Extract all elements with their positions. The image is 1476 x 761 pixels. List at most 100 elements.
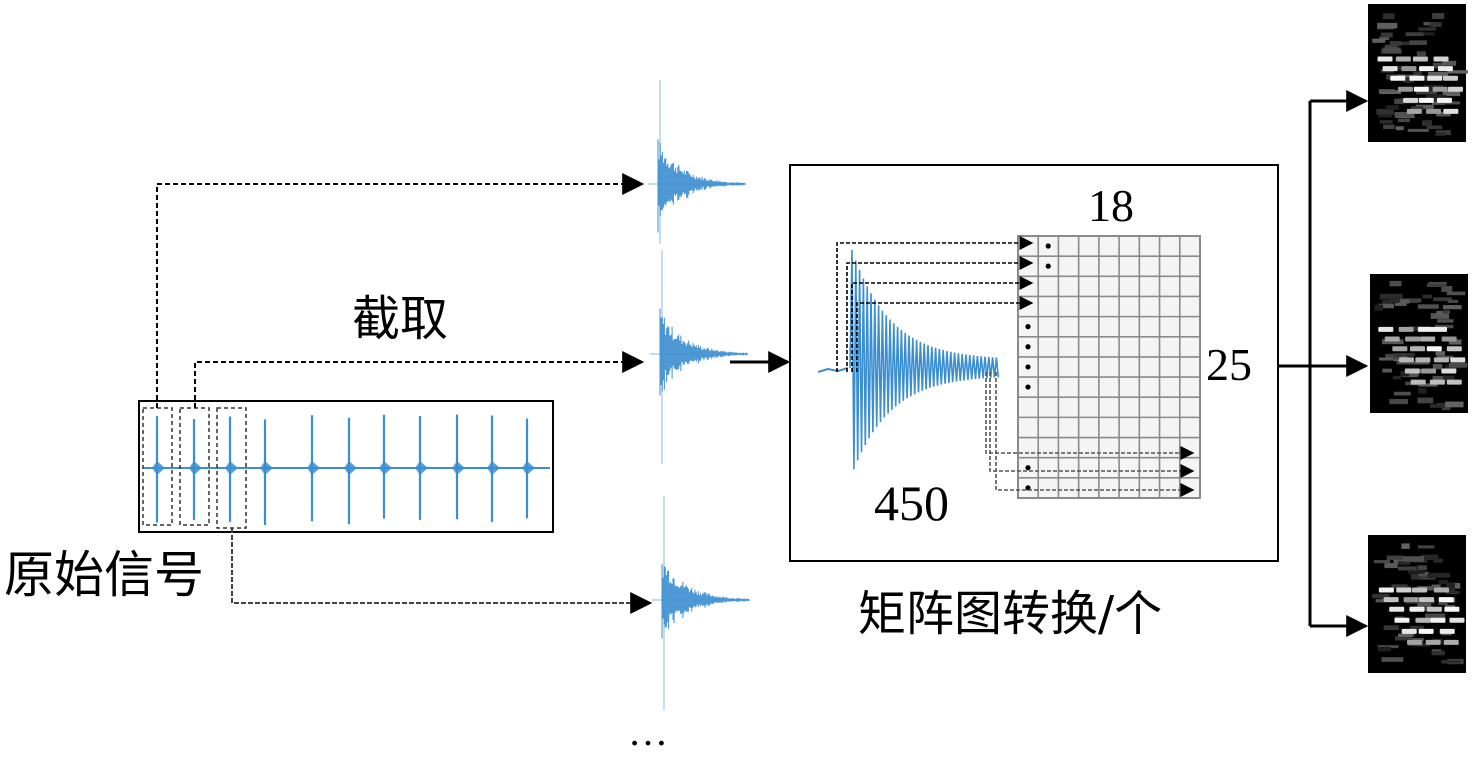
output-image-noise [1447,70,1468,74]
inner-waveform-trace [849,249,1000,470]
output-image-noise [1403,556,1424,562]
output-image-blob [1443,108,1459,114]
output-image-blob [1446,346,1462,352]
output-image-noise [1415,104,1434,109]
output-image-noise [1410,371,1419,377]
output-image-blob [1397,86,1413,92]
segment-waveform-3 [652,496,750,710]
output-image-blob [1427,75,1443,81]
output-image-blob [1426,108,1442,114]
output-image-blob [1405,336,1421,342]
output-image-noise [1394,302,1407,306]
output-image-noise [1421,120,1433,127]
output-image-blob [1390,75,1406,81]
raw-spike-body [344,461,357,475]
output-image-blob [1378,587,1394,593]
matrix-cell-marker [1045,263,1051,269]
output-image-noise [1436,111,1451,117]
output-image-blob [1448,86,1464,92]
output-image-noise [1431,572,1451,578]
output-image-noise [1380,32,1393,38]
output-image-blob [1449,617,1465,623]
output-image-bg [1368,535,1466,673]
output-image-noise [1437,319,1454,323]
output-image-noise [1427,71,1449,77]
signal-length-label: 450 [874,475,949,531]
output-image-blob [1378,326,1394,332]
raw-signal-label: 原始信号 [4,546,204,604]
output-image-blob [1394,617,1410,623]
output-image-noise [1382,368,1392,373]
output-image-blob [1446,379,1462,385]
output-image-blob [1409,606,1425,612]
output-image-noise [1432,62,1444,69]
output-image-blob [1429,379,1445,385]
segment-waveform-1 [648,80,746,244]
output-image-noise [1374,304,1384,311]
output-image-noise [1412,637,1424,641]
output-image-noise [1435,351,1445,356]
output-image-blob [1409,346,1425,352]
output-image-noise [1377,22,1398,29]
matrix-height-label: 25 [1206,339,1252,390]
output-image-blob [1433,56,1449,62]
output-image-noise [1442,60,1457,66]
output-image-noise [1394,98,1404,105]
output-image-noise [1409,40,1427,45]
raw-spike-body [415,461,428,475]
output-image-blob [1426,606,1442,612]
output-image-blob [1384,336,1400,342]
output-image-noise [1397,74,1419,78]
output-image-noise [1445,401,1464,408]
output-image-blob [1382,66,1398,72]
output-image-blob [1407,639,1423,645]
output-image-blob [1441,336,1457,342]
output-image-noise [1418,571,1429,576]
output-image-noise [1436,355,1454,359]
output-image-noise [1382,47,1401,53]
output-image-noise [1442,90,1461,97]
output-image-blob [1410,379,1426,385]
output-image-noise [1431,584,1441,588]
output-image-noise [1377,646,1391,652]
output-branches [1278,90,1369,637]
output-image-blob [1396,587,1412,593]
output-image-noise [1376,109,1394,115]
output-image-noise [1429,404,1448,408]
row-map-arrow-top [846,256,1034,372]
output-image-blob [1404,368,1420,374]
output-image-blob [1412,56,1428,62]
output-image-noise [1425,94,1447,100]
output-image-noise [1373,560,1391,564]
output-image-noise [1417,304,1439,309]
matrix-cell-marker [1045,243,1051,249]
matrix-conversion-label: 矩阵图转换/个 [858,586,1163,642]
output-image-noise [1389,298,1400,303]
output-image-noise [1391,66,1407,71]
output-image-blob [1438,597,1454,603]
output-image-noise [1441,310,1451,314]
output-image-blob [1433,357,1449,363]
output-image-blob [1432,326,1448,332]
output-image-blob [1432,86,1448,92]
output-image-blob [1442,75,1458,81]
output-image-noise [1395,299,1410,304]
output-image-blob [1439,628,1455,634]
output-image-noise [1433,558,1443,563]
output-image-noise [1379,357,1393,361]
output-image-noise [1432,363,1443,370]
matrix-width-label: 18 [1088,180,1134,231]
output-image-noise [1384,44,1398,49]
output-image-noise [1396,361,1414,365]
matrix-cell-marker [1025,344,1031,350]
output-image-noise [1433,297,1453,302]
output-image-noise [1429,22,1442,27]
output-image-noise [1435,132,1446,136]
output-image-blob [1420,336,1436,342]
output-image-noise [1447,299,1459,304]
output-image-blob [1418,628,1434,634]
output-image-noise [1382,300,1393,305]
output-image-noise [1378,114,1393,118]
row-map-arrow-top [856,296,1034,372]
output-image-noise [1395,126,1404,131]
